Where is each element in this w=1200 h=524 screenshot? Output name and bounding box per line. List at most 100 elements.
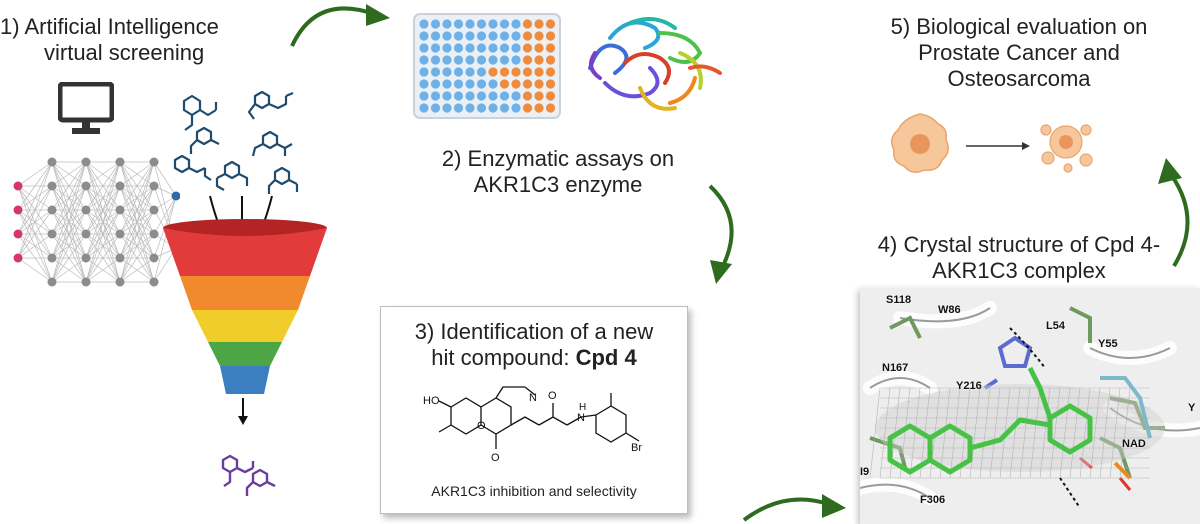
funnel-output-arrow <box>238 398 248 425</box>
plate-well <box>545 103 556 113</box>
plate-well <box>499 79 510 89</box>
network-node <box>47 181 57 191</box>
plate-well <box>522 55 533 65</box>
network-node <box>13 181 23 191</box>
flow-arrow-4-to-5 <box>1158 158 1190 268</box>
network-node <box>47 277 57 287</box>
plate-well <box>465 19 475 29</box>
plate-well <box>442 79 452 89</box>
plate-well <box>419 91 429 101</box>
plate-well <box>465 79 475 89</box>
plate-well <box>419 103 429 113</box>
plate-well <box>499 43 510 53</box>
network-node <box>47 157 57 167</box>
network-node <box>81 205 91 215</box>
plate-well <box>511 79 521 89</box>
network-node <box>115 277 125 287</box>
plate-well <box>545 43 556 53</box>
network-node <box>47 229 57 239</box>
plate-well <box>419 67 429 77</box>
plate-well <box>442 31 452 41</box>
network-node <box>115 181 125 191</box>
plate-well <box>488 19 498 29</box>
residue-f306: F306 <box>920 494 946 506</box>
step5-line3: Osteosarcoma <box>947 66 1091 91</box>
step1-label: 1) Artificial Intelligence virtual scree… <box>0 14 219 66</box>
network-node <box>81 181 91 191</box>
step5-label: 5) Biological evaluation on Prostate Can… <box>846 14 1192 92</box>
plate-well <box>488 79 498 89</box>
plate-well <box>442 43 452 53</box>
plate-well <box>453 79 464 89</box>
plate-well <box>499 103 510 113</box>
molecule-library-icons <box>173 90 299 194</box>
step3-footer: AKR1C3 inhibition and selectivity <box>431 483 637 499</box>
plate-well <box>465 43 475 53</box>
plate-well <box>419 19 429 29</box>
atom-o3: O <box>548 390 557 402</box>
step1-line2: virtual screening <box>44 40 205 65</box>
step2-line2: AKR1C3 enzyme <box>473 172 643 197</box>
plate-well <box>476 31 487 41</box>
cpd4-structure-drawing: HO N H N O O O Br <box>423 386 642 464</box>
hit-molecule-icon <box>221 454 276 496</box>
plate-well <box>465 91 475 101</box>
plate-well <box>453 55 464 65</box>
step2-label: 2) Enzymatic assays on AKR1C3 enzyme <box>410 146 706 198</box>
residue-s118: S118 <box>886 294 912 306</box>
plate-well <box>545 67 556 77</box>
network-node <box>115 157 125 167</box>
step4-line1: 4) Crystal structure of Cpd 4- <box>877 232 1161 257</box>
atom-o2: O <box>477 420 486 432</box>
plate-well <box>453 31 464 41</box>
plate-well <box>522 31 533 41</box>
flow-arrow-1-to-2 <box>290 4 390 47</box>
apoptotic-cell-icon <box>1040 124 1093 173</box>
network-node <box>149 181 159 191</box>
network-node <box>149 253 159 263</box>
step3-line1: 3) Identification of a new <box>414 319 654 344</box>
plate-well <box>545 79 556 89</box>
plate-well <box>522 43 533 53</box>
plate-well <box>499 67 510 77</box>
plate-well <box>488 67 498 77</box>
plate-well <box>545 19 556 29</box>
residue-i9: I9 <box>860 466 870 478</box>
plate-well <box>430 67 441 77</box>
plate-well <box>511 91 521 101</box>
plate-well <box>453 19 464 29</box>
step3-line2-prefix: hit compound: <box>431 345 576 370</box>
network-node <box>171 191 180 201</box>
plate-well <box>442 91 452 101</box>
neural-network-diagram <box>13 157 180 287</box>
network-node <box>13 205 23 215</box>
plate-well <box>545 91 556 101</box>
atom-h: H <box>579 402 586 413</box>
residue-nad: NAD <box>1122 438 1146 450</box>
plate-well <box>488 103 498 113</box>
plate-well <box>465 55 475 65</box>
plate-well <box>488 55 498 65</box>
plate-well <box>430 91 441 101</box>
crystal-structure-image: S118 W86 L54 Y55 N167 Y216 NAD I9 F306 Y <box>860 288 1200 524</box>
plate-well <box>430 79 441 89</box>
plate-well <box>499 19 510 29</box>
plate-well <box>488 31 498 41</box>
flow-arrow-2-to-3 <box>708 184 734 284</box>
network-node <box>81 277 91 287</box>
plate-well <box>534 79 544 89</box>
atom-n2: N <box>577 412 585 424</box>
plate-well <box>522 19 533 29</box>
plate-well <box>442 19 452 29</box>
plate-well <box>488 43 498 53</box>
plate-well <box>511 43 521 53</box>
residue-y55: Y55 <box>1098 338 1118 350</box>
plate-well <box>511 103 521 113</box>
plate-well <box>465 31 475 41</box>
network-node <box>81 253 91 263</box>
residue-w86: W86 <box>938 304 961 316</box>
plate-well <box>545 31 556 41</box>
plate-well <box>476 67 487 77</box>
atom-ho: HO <box>423 395 440 407</box>
plate-well <box>430 19 441 29</box>
